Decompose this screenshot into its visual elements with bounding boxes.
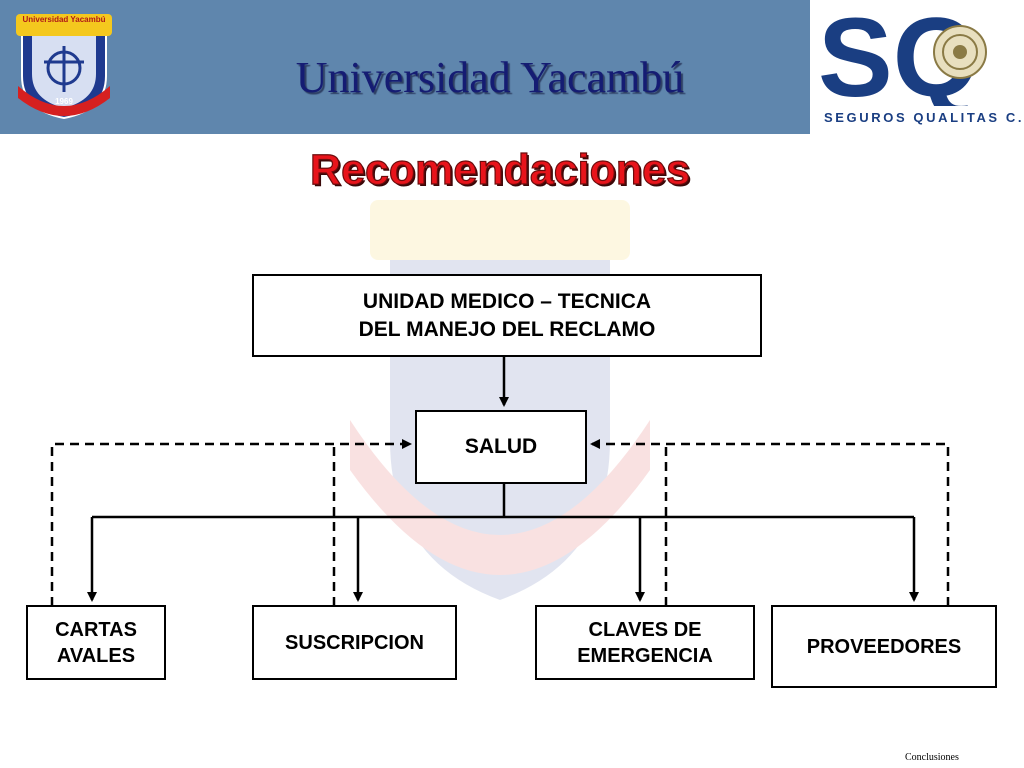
node-salud: SALUD [415,410,587,484]
feedback-proveedores-to-salud [590,439,950,606]
header-title: Universidad Yacambú [295,53,685,102]
node-suscripcion: SUSCRIPCION [252,605,457,680]
slide-title: Recomendaciones [309,145,690,194]
seal-year: 1969 [55,97,73,106]
header-band [0,0,810,134]
sq-logo: SQ SEGUROS QUALITAS C.A. [810,0,1024,134]
node-claves-emergencia: CLAVES DE EMERGENCIA [535,605,755,680]
node-unidad-medico-tecnica: UNIDAD MEDICO – TECNICA DEL MANEJO DEL R… [252,274,762,357]
sq-insurance-logo-icon: SQ [818,4,987,106]
footer-note: Conclusiones [905,752,959,763]
feedback-cartas-to-salud [50,439,412,606]
seal-text: Universidad Yacambú [23,15,106,24]
university-seal-icon: Universidad Yacambú 1969 [12,6,116,122]
sq-caption: SEGUROS QUALITAS C.A. [824,110,1024,125]
node-proveedores: PROVEEDORES [771,605,997,688]
node-cartas-avales: CARTAS AVALES [26,605,166,680]
